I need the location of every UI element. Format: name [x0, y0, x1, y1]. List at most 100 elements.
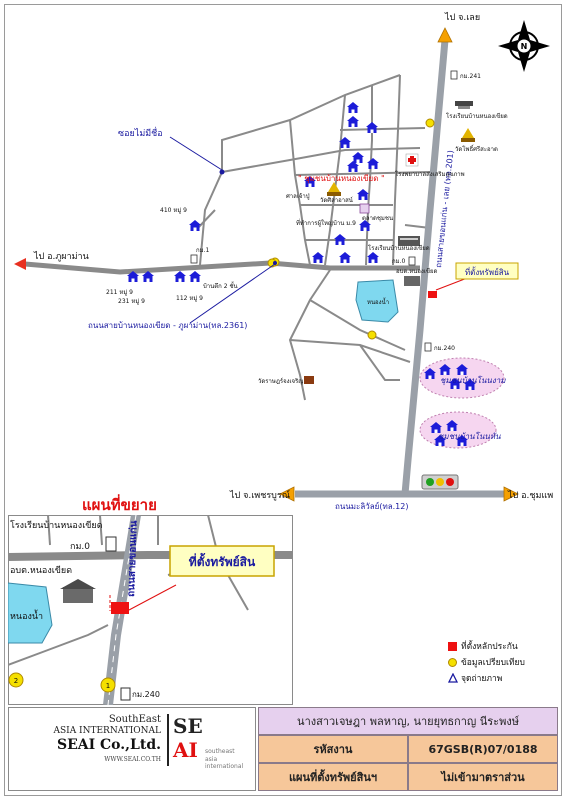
- h231-label: 231 หมู่ 9: [118, 298, 145, 305]
- north-arrow-icon: N: [498, 20, 550, 72]
- road-2361-label: ถนนสายบ้านหนองเขียด - ภูผาม่าน(ทล.2361): [88, 321, 247, 331]
- community-b-label: ชุมชนบ้านโนนหัน: [438, 431, 501, 442]
- water-label: หนองน้ำ: [367, 296, 389, 306]
- community-main-label: " ชุมชนบ้านหนองเขียด ": [298, 174, 385, 183]
- h211-label: 211 หมู่ 9: [106, 289, 133, 296]
- footer-code-row: รหัสงาน 67GSB(R)07/0188: [258, 735, 558, 763]
- village-office-label: ที่ทำการผู้ใหญ่บ้าน ม.9: [296, 219, 356, 227]
- inset-water-pond: [8, 582, 53, 644]
- soi-point: [219, 169, 225, 175]
- asset-callout: [455, 262, 519, 280]
- road-arrows: [279, 27, 519, 502]
- legend: ที่ตั้งหลักประกัน ข้อมูลเปรียบเทียบ จุดถ…: [448, 638, 560, 686]
- map-frame: [4, 4, 562, 796]
- logo-mark: SE AI: [167, 714, 203, 766]
- temple-south-icon: [304, 376, 314, 384]
- code-value: 67GSB(R)07/0188: [408, 735, 558, 763]
- logo-tagline-1: southeast: [205, 748, 235, 755]
- legend-item: ข้อมูลเปรียบเทียบ: [448, 654, 560, 670]
- legend-label: ที่ตั้งหลักประกัน: [461, 642, 518, 652]
- inset-asset-label: ที่ตั้งทรัพย์สิน: [189, 552, 256, 569]
- inset-road-label: ถนนสายขอนแก่น: [125, 520, 140, 597]
- water-pond: [355, 279, 399, 323]
- temple-icon: [328, 182, 340, 192]
- inset-marker-2: 2: [14, 677, 18, 685]
- road-12-label: ถนนมะลิวัลย์(ทล.12): [335, 501, 408, 511]
- h410-label: 410 หมู่ 9: [160, 207, 187, 214]
- legend-label: ข้อมูลเปรียบเทียบ: [461, 658, 525, 668]
- west-arrow-icon: [14, 258, 26, 270]
- shrine-label: ศาลเจ้าปู่: [286, 193, 310, 200]
- inset-km-post-icon: [120, 687, 131, 701]
- temple-icon: [462, 128, 474, 138]
- road-point: [273, 261, 277, 265]
- inset-comparison-point: [8, 672, 24, 688]
- logo-line2: ASIA INTERNATIONAL: [53, 726, 161, 736]
- asset-marker: [428, 291, 437, 298]
- code-label: รหัสงาน: [258, 735, 408, 763]
- school-center-label: โรงเรียนบ้านหนองเขียด: [368, 244, 430, 252]
- yellow-circle-icon: [448, 657, 457, 667]
- inset-map: 1 2 ที่ตั้งทรัพย์สิน โรงเรียนบ้านหนองเขี…: [8, 515, 293, 705]
- landmark-icons: [190, 70, 475, 490]
- highway-201: [401, 39, 449, 495]
- company-logo: SouthEast ASIA INTERNATIONAL SEAI Co.,Lt…: [8, 707, 256, 791]
- legend-label: จุดถ่ายภาพ: [461, 674, 503, 684]
- asset-callout-label: ที่ตั้งทรัพย์สิน: [465, 266, 510, 277]
- road-2361: [24, 260, 420, 275]
- logo-mark-top: SE: [173, 714, 203, 738]
- dest-west-label: ไป อ.ภูผาม่าน: [33, 251, 89, 262]
- logo-mark-bottom: AI: [173, 738, 198, 762]
- inset-asset-callout: [169, 545, 275, 577]
- footer-map-row: แผนที่ตั้งทรัพย์สินฯ ไม่เข้ามาตราส่วน: [258, 763, 558, 791]
- camera-triangle-icon: [448, 673, 458, 683]
- km-post-icon: [408, 256, 416, 266]
- inset-km0-label: กม.0: [70, 542, 90, 552]
- inset-marker-1: 1: [106, 682, 110, 690]
- km-post-icon: [424, 342, 432, 352]
- inset-obt-building-icon: [63, 587, 93, 603]
- soi-label: ซอยไม่มีชื่อ: [118, 126, 163, 139]
- km0-label: กม.0: [392, 258, 405, 265]
- inset-km-post-icon: [105, 536, 117, 552]
- obt-building-icon: [404, 276, 420, 286]
- inset-title: แผนที่ขยาย: [82, 496, 157, 514]
- temple-south-label: วัดราษฎร์จงเจริญ: [258, 377, 303, 385]
- logo-line1: SouthEast: [108, 714, 161, 725]
- temple-north-label: วัดโพธิ์ศรีสะอาด: [455, 144, 498, 153]
- red-square-icon: [448, 641, 457, 651]
- h112-label: 112 หมู่ 9: [176, 295, 203, 302]
- market-icon: [359, 203, 370, 214]
- temple-center-label: วัดศิลาอาสน์: [320, 196, 353, 204]
- svg-text:N: N: [521, 42, 528, 51]
- dest-southwest-label: ไป จ.เพชรบูรณ์: [229, 489, 290, 501]
- house2-label: บ้านตึก 2 ชั้น: [203, 280, 238, 290]
- minor-roads: [195, 74, 431, 401]
- km241-label: กม.241: [460, 73, 481, 80]
- inset-water-label: หนองน้ำ: [10, 609, 43, 622]
- school-icon: [455, 101, 473, 106]
- inset-asset-marker: [111, 602, 129, 614]
- km-post-icon: [190, 254, 198, 264]
- market-label: ตลาดชุมชน: [362, 215, 393, 222]
- km-post-icon: [450, 70, 458, 80]
- legend-item: ที่ตั้งหลักประกัน: [448, 638, 560, 654]
- km1-label: กม.1: [196, 247, 209, 254]
- map-type-label: แผนที่ตั้งทรัพย์สินฯ: [258, 763, 408, 791]
- school-north-label: โรงเรียนบ้านหนองเขียด: [446, 112, 508, 120]
- logo-tagline-2: asia international: [205, 756, 244, 770]
- inset-obt-label: อบต.หนองเขียด: [10, 565, 72, 576]
- km240-label: กม.240: [434, 345, 455, 352]
- dest-north-label: ไป จ.เลย: [444, 12, 480, 23]
- hospital-label: โรงพยาบาลส่งเสริมสุขภาพ: [395, 170, 465, 178]
- inset-comparison-point: [100, 677, 116, 693]
- scale-note: ไม่เข้ามาตราส่วน: [408, 763, 558, 791]
- owner-name: นางสาวเจษฎา พลหาญ, นายยุทธกาญ นีระพงษ์: [258, 707, 558, 735]
- legend-item: จุดถ่ายภาพ: [448, 670, 560, 686]
- inset-km240-label: กม.240: [132, 690, 160, 699]
- comparison-points: [267, 118, 435, 340]
- logo-line3: SEAI Co.,Ltd.: [56, 737, 161, 753]
- dest-east-label: ไป อ.ชุมแพ: [507, 490, 553, 501]
- footer-owner-row: นางสาวเจษฎา พลหาญ, นายยุทธกาญ นีระพงษ์: [258, 707, 558, 735]
